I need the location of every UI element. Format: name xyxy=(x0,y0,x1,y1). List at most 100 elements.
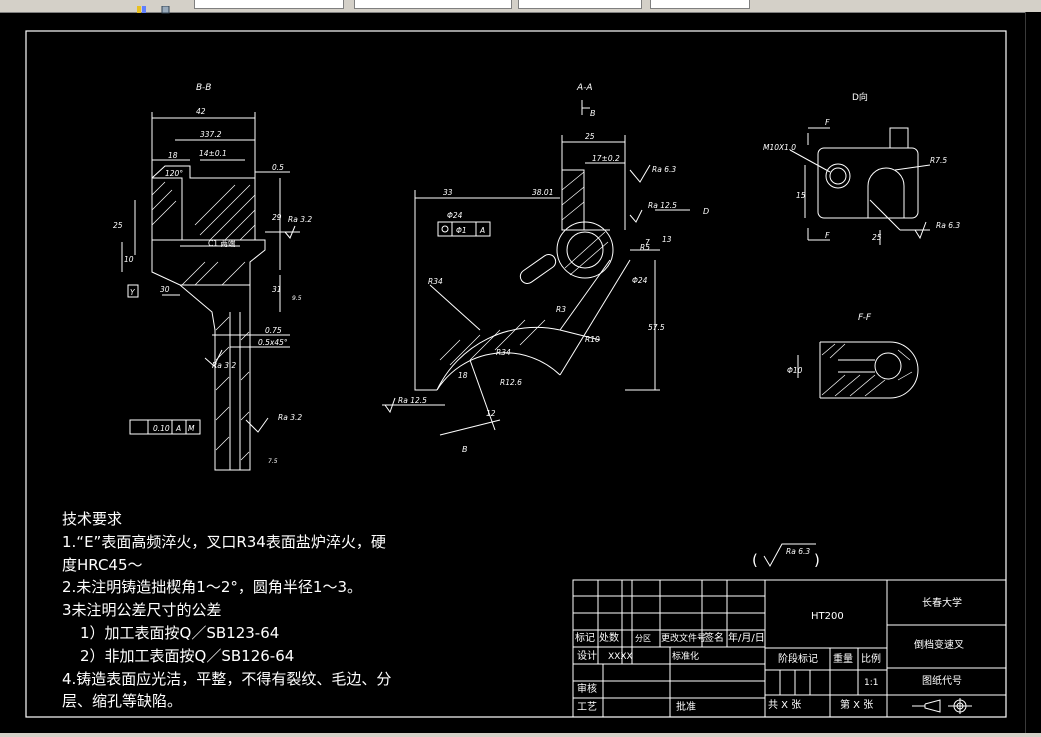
dimension-label: B xyxy=(590,109,596,118)
dimension-label: Φ24 xyxy=(632,276,648,285)
dimension-label: 0.5x45° xyxy=(258,338,288,347)
title-block xyxy=(572,579,1007,718)
dimension-label: F xyxy=(825,118,830,127)
view-bb: B-B xyxy=(121,83,300,471)
tb-part-name: 倒档变速叉 xyxy=(914,640,964,651)
tech-line-4: 3未注明公差尺寸的公差 xyxy=(62,601,222,620)
dimension-label: Φ24 xyxy=(447,211,463,220)
tb-approve: 批准 xyxy=(676,702,696,713)
dimension-label: 120° xyxy=(165,169,183,178)
tb-scale: 比例 xyxy=(861,654,881,665)
dimension-label: M xyxy=(188,424,195,433)
view-ff: F-F xyxy=(797,313,919,399)
dimension-label: R7.5 xyxy=(930,156,947,165)
tb-drawing-no-label: 图纸代号 xyxy=(922,676,962,687)
dimension-label: 7 xyxy=(645,238,650,247)
dimension-label: 25 xyxy=(872,233,882,242)
dimension-label: 25 xyxy=(585,132,595,141)
dimension-label: 12 xyxy=(486,409,496,418)
dimension-label: R10 xyxy=(585,335,600,344)
dimension-label: 42 xyxy=(196,107,206,116)
dimension-label: C1 两端 xyxy=(208,238,236,248)
tb-material: HT200 xyxy=(811,611,844,622)
dimension-label: Ra 3.2 xyxy=(212,361,236,370)
tb-change-doc: 更改文件号 xyxy=(661,634,707,644)
dimension-label: Ra 6.3 xyxy=(652,165,676,174)
tb-mark: 标记 xyxy=(575,633,595,644)
bb-title: B-B xyxy=(196,83,211,93)
view-d: D向 xyxy=(789,91,931,245)
linetype-dropdown[interactable] xyxy=(518,0,642,9)
dimension-label: 0.5 xyxy=(272,163,284,172)
cube-icon[interactable] xyxy=(160,0,172,14)
dimension-label: A-A xyxy=(576,83,593,93)
dimension-label: Ra 12.5 xyxy=(648,201,677,210)
view-aa: A-A B xyxy=(382,83,690,436)
tech-line-1: 1.“E”表面高频淬火，叉口R34表面盐炉淬火，硬 xyxy=(62,532,386,551)
dimension-label: 18 xyxy=(168,151,178,160)
dimension-label: B xyxy=(462,445,468,454)
dimension-label: R34 xyxy=(428,277,443,286)
layer-icon[interactable] xyxy=(136,0,148,13)
cad-toolbar xyxy=(0,0,1041,14)
tb-process: 工艺 xyxy=(577,702,597,713)
tb-date: 年/月/日 xyxy=(728,633,765,644)
dimension-label: 18 xyxy=(458,371,468,380)
dimension-label: 0.10 xyxy=(153,424,170,433)
tb-zone: 分区 xyxy=(635,634,651,643)
tb-review: 审核 xyxy=(577,684,597,695)
dimension-label: Ra 6.3 xyxy=(786,547,810,556)
dimension-label: Ra 3.2 xyxy=(288,215,312,224)
dimension-label: 38.01 xyxy=(532,188,553,197)
tb-university: 长春大学 xyxy=(922,598,962,609)
tech-line-7: 4.铸造表面应光洁，平整，不得有裂纹、毛边、分 xyxy=(62,669,392,688)
tb-design: 设计 xyxy=(577,651,597,662)
dimension-label: 31 xyxy=(272,285,282,294)
dimension-label: ( xyxy=(752,551,758,569)
dimension-label: R12.6 xyxy=(500,378,522,387)
dimension-label: A xyxy=(479,226,485,235)
general-roughness: ( ) xyxy=(752,543,820,569)
dimension-label: ) xyxy=(814,551,820,569)
color-dropdown[interactable] xyxy=(354,0,512,9)
dimension-label: A xyxy=(175,424,181,433)
dimension-label: Ra 3.2 xyxy=(278,413,302,422)
dimension-label: 0.75 xyxy=(265,326,282,335)
dimension-label: D xyxy=(703,207,709,216)
dimension-label: 30 xyxy=(160,285,170,294)
dimension-label: R3 xyxy=(556,305,566,314)
vertical-scrollbar[interactable] xyxy=(1025,12,1041,733)
dimension-label: F-F xyxy=(858,313,872,323)
tech-line-8: 层、缩孔等缺陷。 xyxy=(62,692,183,711)
dimension-label: 337.2 xyxy=(200,130,222,139)
tech-line-6: 2）非加工表面按Q／SB126-64 xyxy=(80,646,295,665)
dimension-label: Φ1 xyxy=(456,226,467,235)
tech-line-3: 2.未注明铸造拙楔角1～2°，圆角半径1～3。 xyxy=(62,578,362,597)
tb-count: 处数 xyxy=(599,633,619,644)
tb-weight: 重量 xyxy=(833,654,853,665)
dimension-label: F xyxy=(825,231,830,240)
tb-standardize: 标准化 xyxy=(672,652,700,662)
lineweight-dropdown[interactable] xyxy=(650,0,750,9)
dimension-label: Ra 12.5 xyxy=(398,396,427,405)
dimension-label: 9.5 xyxy=(292,295,302,302)
dimension-label: 17±0.2 xyxy=(592,154,620,163)
tb-designer: XXXX xyxy=(608,652,633,662)
dimension-label: 7.5 xyxy=(268,458,278,465)
tb-total: 共 X 张 xyxy=(768,700,802,711)
dimension-label: D向 xyxy=(852,91,868,103)
dimension-label: 25 xyxy=(113,221,123,230)
tech-line-2: 度HRC45～ xyxy=(62,555,143,574)
tech-requirements: 技术要求 1.“E”表面高频淬火，叉口R34表面盐炉淬火，硬 度HRC45～ 2… xyxy=(62,508,462,713)
dimension-label: 14±0.1 xyxy=(199,149,227,158)
dimension-label: 13 xyxy=(662,235,672,244)
dimension-label: Y xyxy=(130,288,136,297)
dimension-label: M10X1.0 xyxy=(763,143,796,152)
layer-dropdown[interactable] xyxy=(194,0,344,9)
tb-scale-value: 1:1 xyxy=(864,678,879,688)
dimension-label: R34 xyxy=(496,348,511,357)
dimension-label: 10 xyxy=(124,255,134,264)
tech-line-5: 1）加工表面按Q／SB123-64 xyxy=(80,623,280,642)
dimension-label: 57.5 xyxy=(648,323,665,332)
